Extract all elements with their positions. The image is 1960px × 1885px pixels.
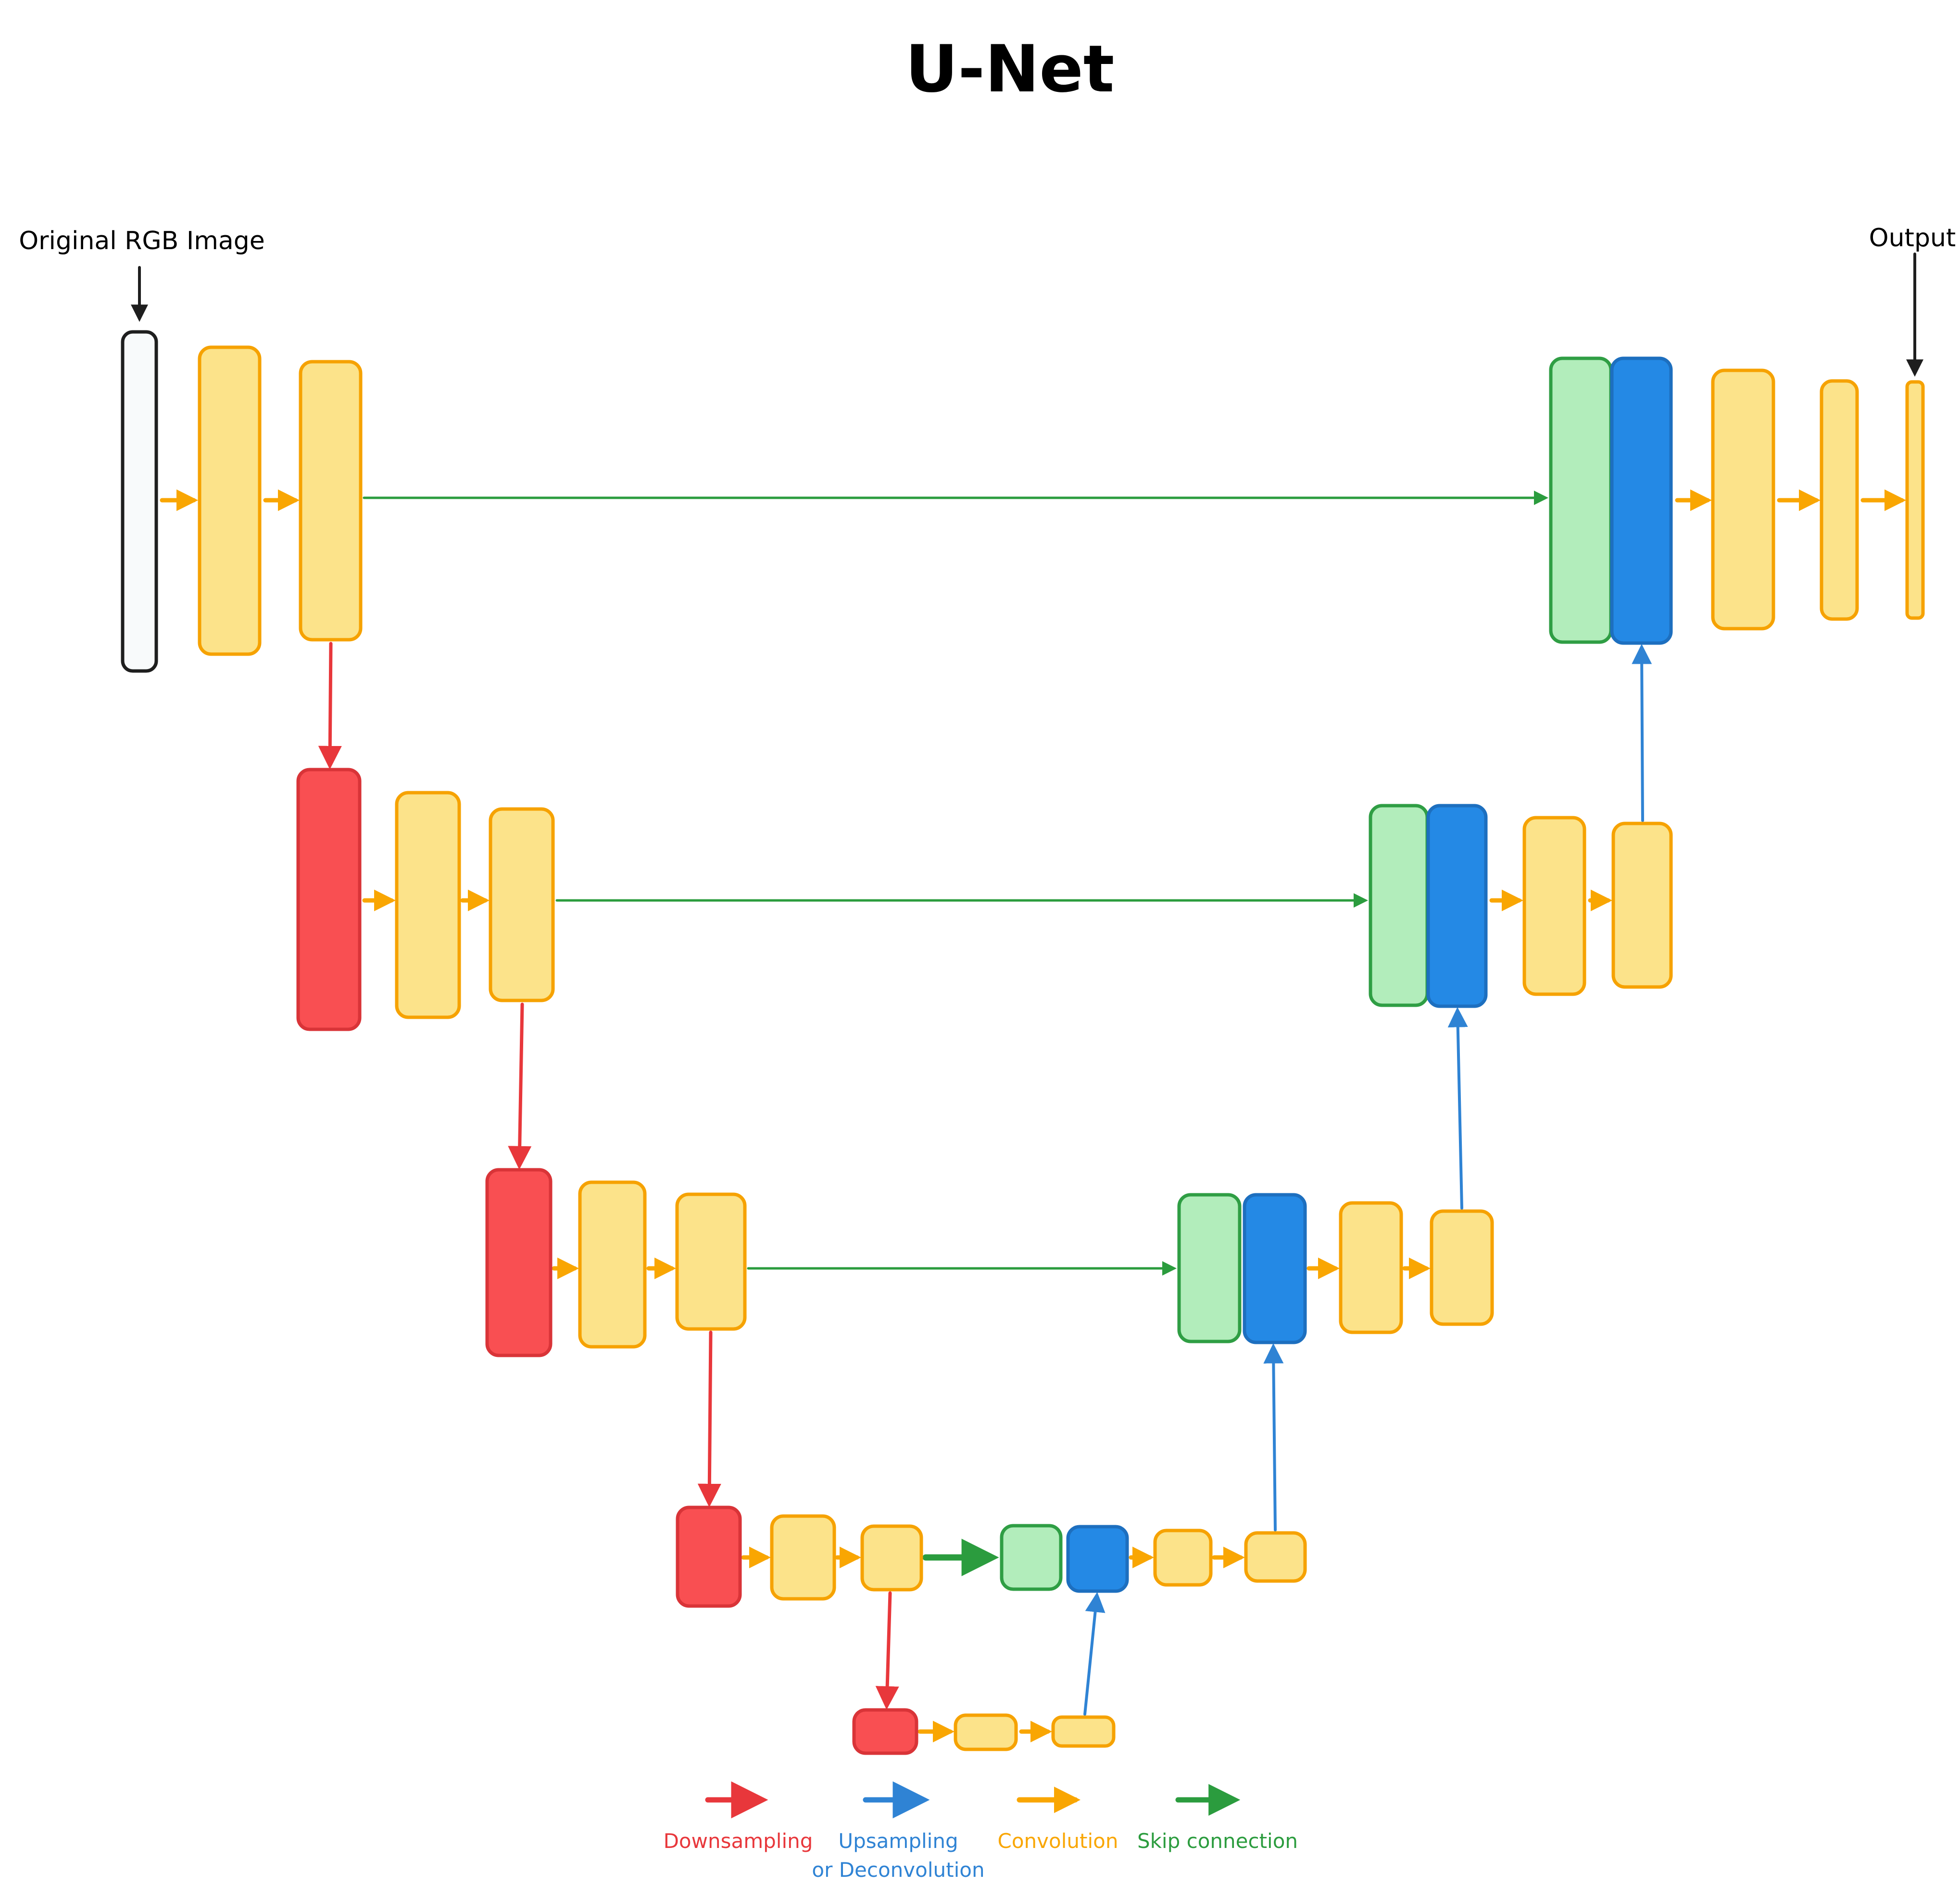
feature-map-block: [489, 807, 555, 1002]
upsampled-block: [1243, 1193, 1307, 1344]
feature-map-block: [1820, 379, 1859, 621]
input-label: Original RGB Image: [19, 227, 265, 255]
feature-map-block: [1153, 1529, 1213, 1587]
upsampled-block: [1610, 356, 1673, 645]
feature-map-block: [1339, 1201, 1403, 1334]
legend-label: Convolution: [998, 1829, 1118, 1853]
skip-concat-block: [1000, 1524, 1063, 1591]
skip-concat-block: [1177, 1193, 1242, 1343]
legend-item-skip-connection: Skip connection: [1137, 1784, 1298, 1853]
upsampled-block: [1066, 1525, 1129, 1593]
diagram-blocks: [121, 330, 1925, 1755]
up-arrow: [1632, 644, 1652, 822]
up-arrow: [1083, 1592, 1106, 1716]
up-arrow: [1263, 1343, 1284, 1531]
upsampled-block: [1426, 804, 1488, 1008]
downsampled-block: [296, 768, 362, 1031]
legend-item-upsampling: Upsampling or Deconvolution: [812, 1781, 985, 1882]
feature-map-block: [1611, 822, 1673, 989]
up-arrow: [1447, 1007, 1468, 1210]
skip-concat-block: [1549, 356, 1613, 644]
feature-map-block: [198, 345, 262, 656]
down-arrow: [875, 1591, 899, 1710]
diagram-legend: Downsampling Upsampling or Deconvolution Co…: [664, 1781, 1298, 1882]
skip-concat-block: [1369, 804, 1429, 1007]
down-arrow: [508, 1002, 532, 1170]
feature-map-block: [1244, 1531, 1307, 1583]
down-arrow: [697, 1330, 721, 1507]
feature-map-block: [1051, 1715, 1116, 1748]
diagram-arrows: [131, 253, 1923, 1743]
feature-map-block: [954, 1713, 1018, 1751]
legend-label: Upsampling: [838, 1829, 958, 1853]
feature-map-block: [1711, 368, 1775, 631]
legend-label-line2: or Deconvolution: [812, 1858, 984, 1882]
legend-label: Downsampling: [664, 1829, 813, 1853]
feature-map-block: [578, 1180, 647, 1349]
feature-map-block: [395, 791, 461, 1019]
input-image-block: [121, 330, 158, 673]
feature-map-block: [675, 1192, 747, 1331]
feature-map-block: [770, 1514, 836, 1601]
down-arrow: [318, 642, 342, 770]
legend-item-downsampling: Downsampling: [664, 1781, 813, 1853]
downsampled-block: [485, 1168, 553, 1357]
output-label: Output: [1869, 224, 1956, 253]
legend-item-convolution: Convolution: [998, 1786, 1118, 1853]
feature-map-block: [1522, 816, 1586, 996]
feature-map-block: [860, 1524, 923, 1592]
downsampled-block: [676, 1505, 742, 1608]
diagram-title: U-Net: [905, 31, 1115, 107]
legend-label: Skip connection: [1137, 1829, 1298, 1853]
feature-map-block: [1430, 1209, 1494, 1326]
output-block: [1905, 380, 1925, 620]
feature-map-block: [299, 360, 363, 642]
downsampled-block: [852, 1708, 918, 1755]
